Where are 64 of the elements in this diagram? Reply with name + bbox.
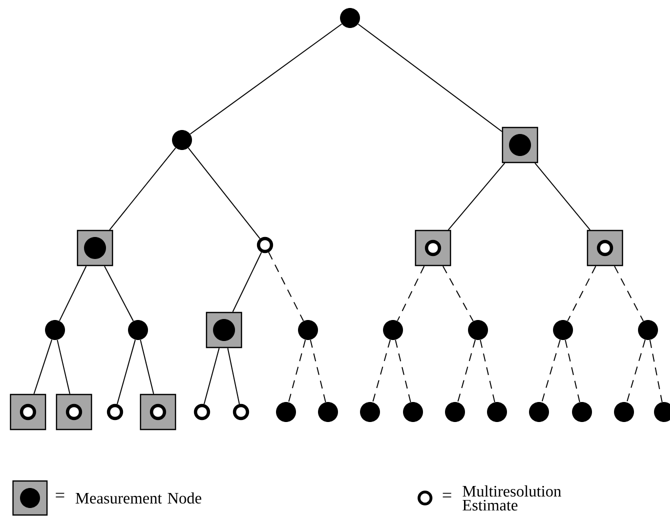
tree-edge [448, 162, 506, 230]
tree-edge [480, 339, 496, 403]
tree-edge [567, 266, 596, 322]
tree-edge [649, 340, 663, 402]
tree-edge [534, 162, 591, 230]
tree-edge [268, 252, 304, 322]
tree-edge [109, 147, 176, 230]
open-circle [106, 404, 124, 420]
tree-edge [442, 266, 474, 322]
open-circle [596, 240, 614, 256]
filled-dot [468, 320, 488, 340]
tree-edge [232, 252, 262, 312]
tree-edge [372, 339, 391, 403]
filled-dot [84, 237, 106, 259]
filled-dot [298, 320, 318, 340]
tree-edge [541, 339, 561, 403]
filled-dot [445, 402, 465, 422]
filled-dot [614, 402, 634, 422]
tree-edge [394, 339, 412, 403]
filled-dot [529, 402, 549, 422]
tree-edge [564, 339, 580, 403]
tree-edge [358, 24, 502, 132]
tree-edge [58, 266, 87, 322]
filled-dot [128, 320, 148, 340]
tree-edge [56, 339, 70, 394]
open-circle [232, 404, 250, 420]
filled-dot [509, 134, 531, 156]
tree-edge [310, 339, 326, 403]
equals-sign: = [56, 492, 64, 498]
open-circle [256, 236, 274, 254]
open-circle [20, 404, 36, 420]
filled-dot [638, 320, 658, 340]
tree-edge [396, 266, 425, 322]
filled-dot [403, 402, 423, 422]
open-circle [66, 404, 82, 420]
filled-dot [318, 402, 338, 422]
filled-dot [340, 8, 360, 28]
filled-dot [45, 320, 65, 340]
filled-dot [276, 402, 296, 422]
tree-edge [104, 266, 134, 322]
tree-edge [204, 348, 220, 405]
legend-text: Multiresolution Estimate [462, 485, 562, 511]
tree-edge [33, 339, 52, 394]
tree-edge [288, 339, 306, 403]
filled-dot [553, 320, 573, 340]
filled-dot [572, 402, 592, 422]
open-circle [424, 240, 442, 256]
filled-dot [383, 320, 403, 340]
open-circle [194, 404, 210, 420]
legend-text: Measurement Node [76, 492, 202, 504]
tree-edge [614, 266, 644, 322]
tree-edge [626, 339, 646, 403]
equals-sign: = [442, 492, 452, 498]
filled-dot [213, 319, 235, 341]
tree-edge [457, 339, 476, 403]
tree-edge [190, 24, 342, 134]
tree-edge [140, 339, 154, 394]
tree-edge [227, 348, 240, 405]
filled-dot [360, 402, 380, 422]
tree-edge [116, 339, 136, 405]
open-circle [150, 404, 166, 420]
filled-dot [487, 402, 507, 422]
tree-edge [188, 148, 260, 240]
filled-dot [172, 130, 192, 150]
